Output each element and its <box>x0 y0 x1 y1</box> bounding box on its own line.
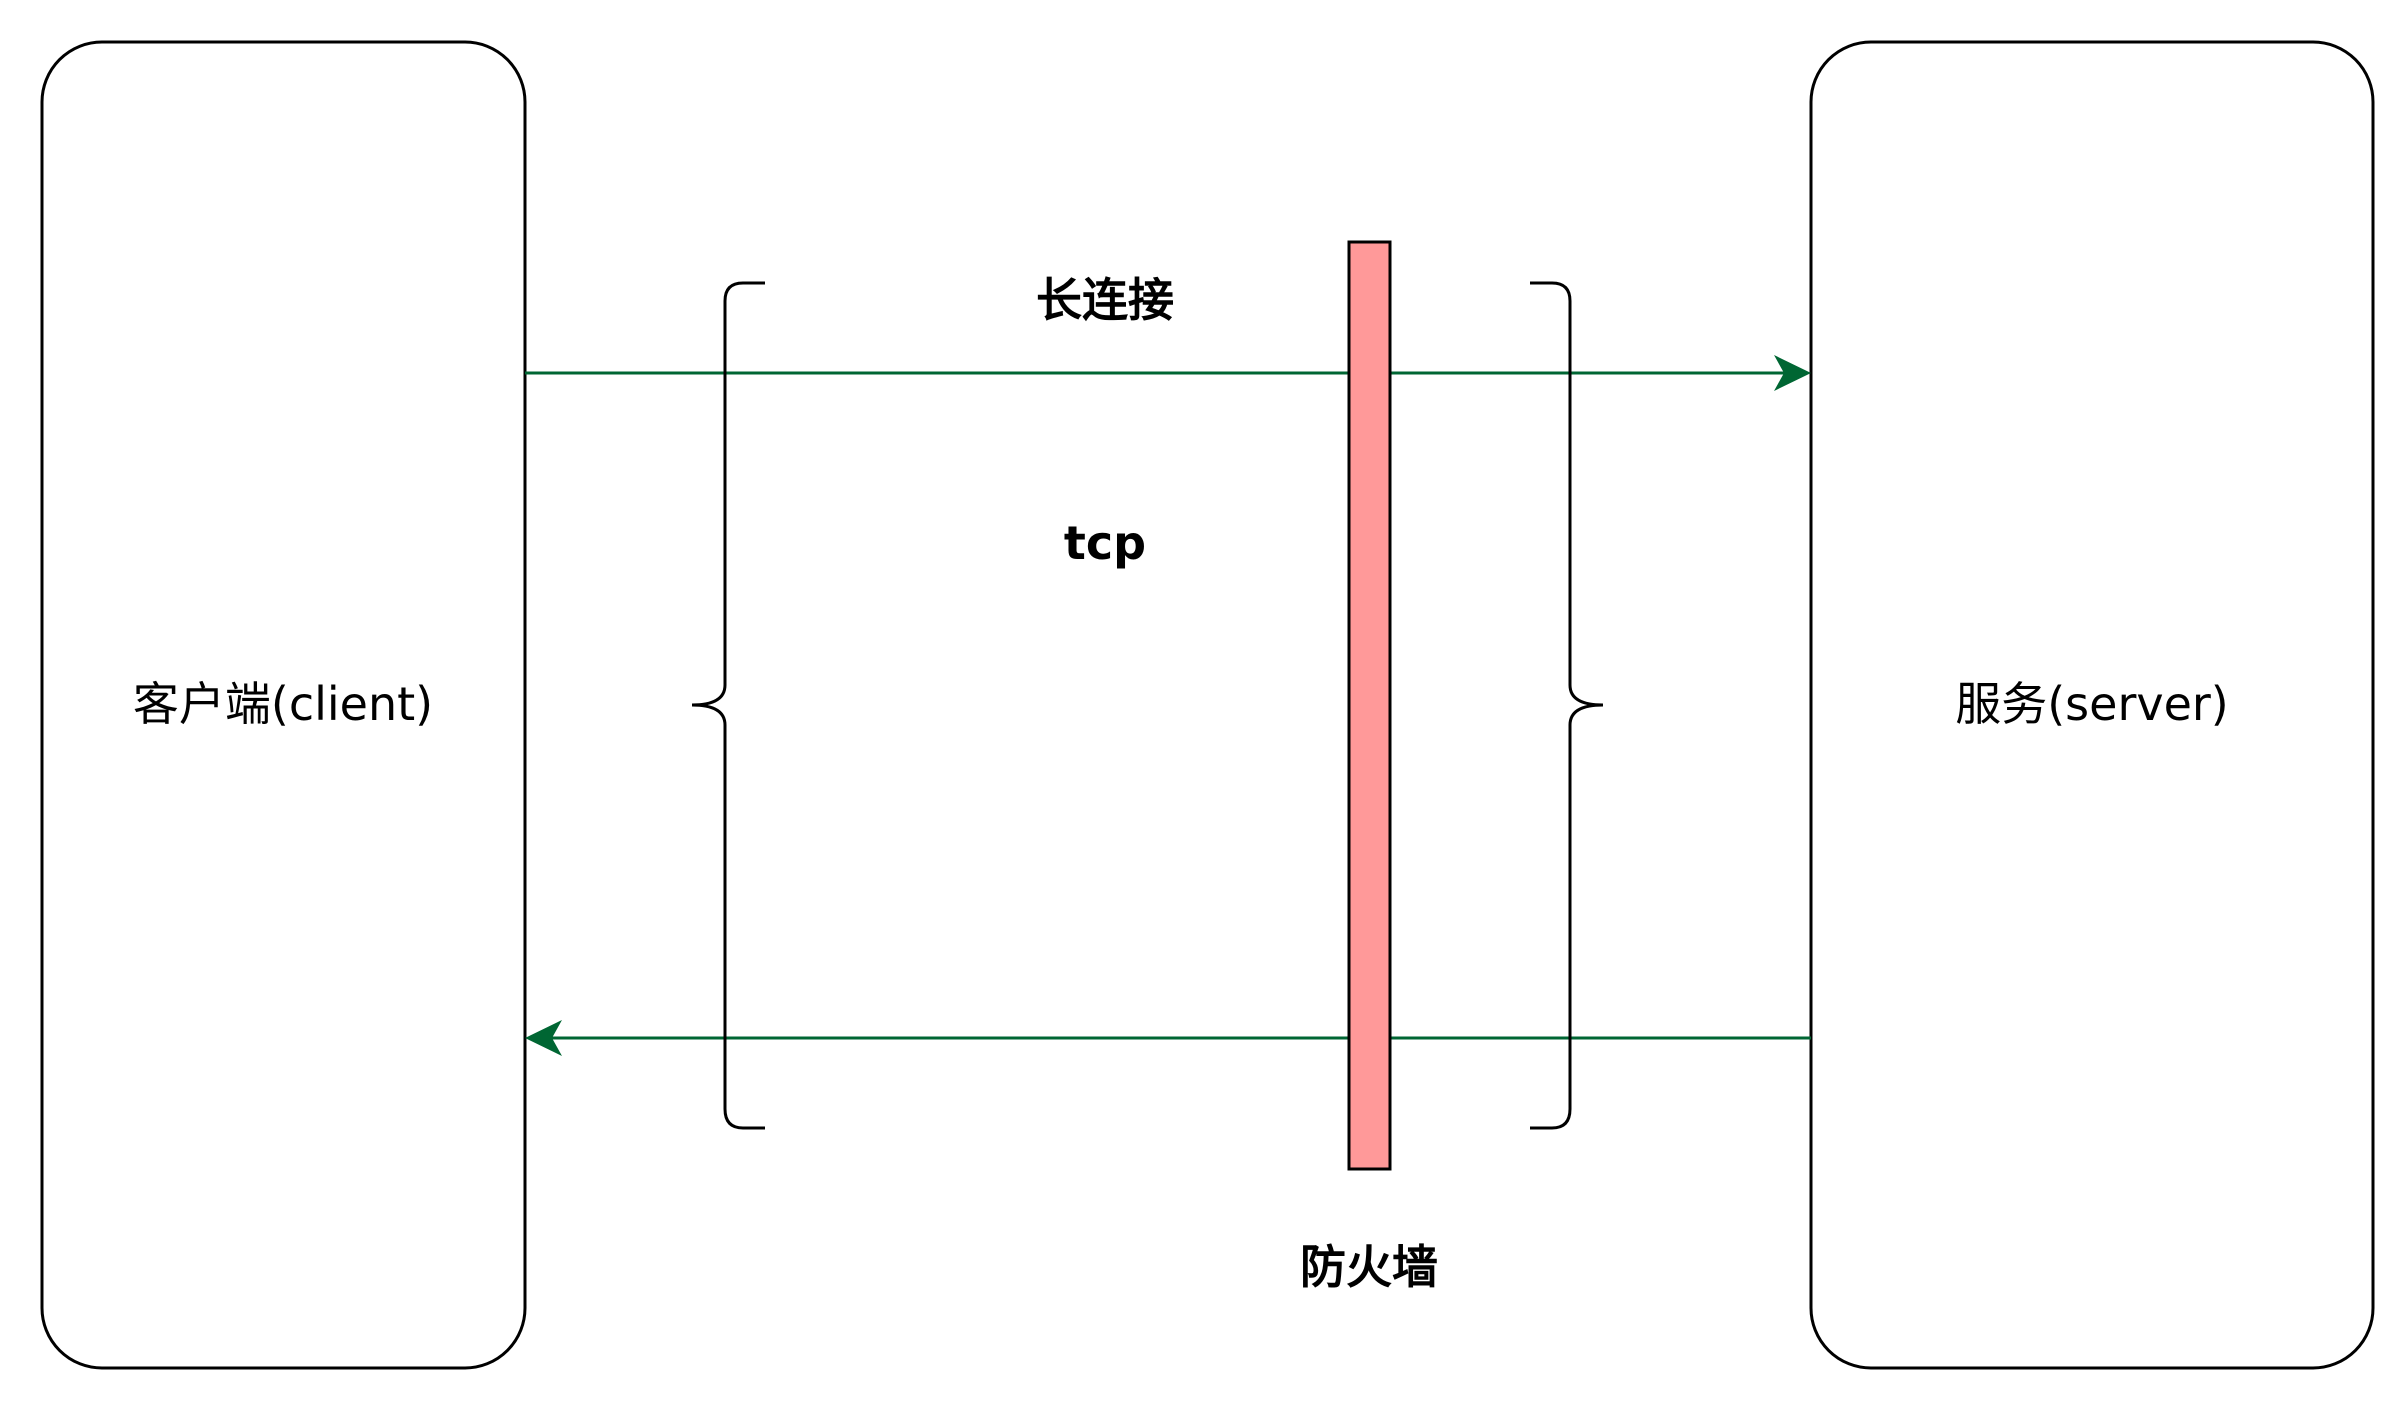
request-arrowhead-icon <box>1774 355 1811 391</box>
client-box[interactable] <box>40 40 527 1370</box>
protocol-label: tcp <box>1064 516 1146 570</box>
right-brace <box>1530 281 1604 1130</box>
server-label: 服务(server) <box>1955 677 2229 731</box>
server-box[interactable] <box>1809 40 2375 1370</box>
firewall-label: 防火墙 <box>1300 1240 1438 1294</box>
client-label: 客户端(client) <box>133 677 433 731</box>
firewall-bar[interactable] <box>1347 240 1392 1171</box>
connection-title: 长连接 <box>1036 273 1174 327</box>
left-brace <box>691 281 765 1130</box>
response-arrowhead-icon <box>525 1020 562 1056</box>
